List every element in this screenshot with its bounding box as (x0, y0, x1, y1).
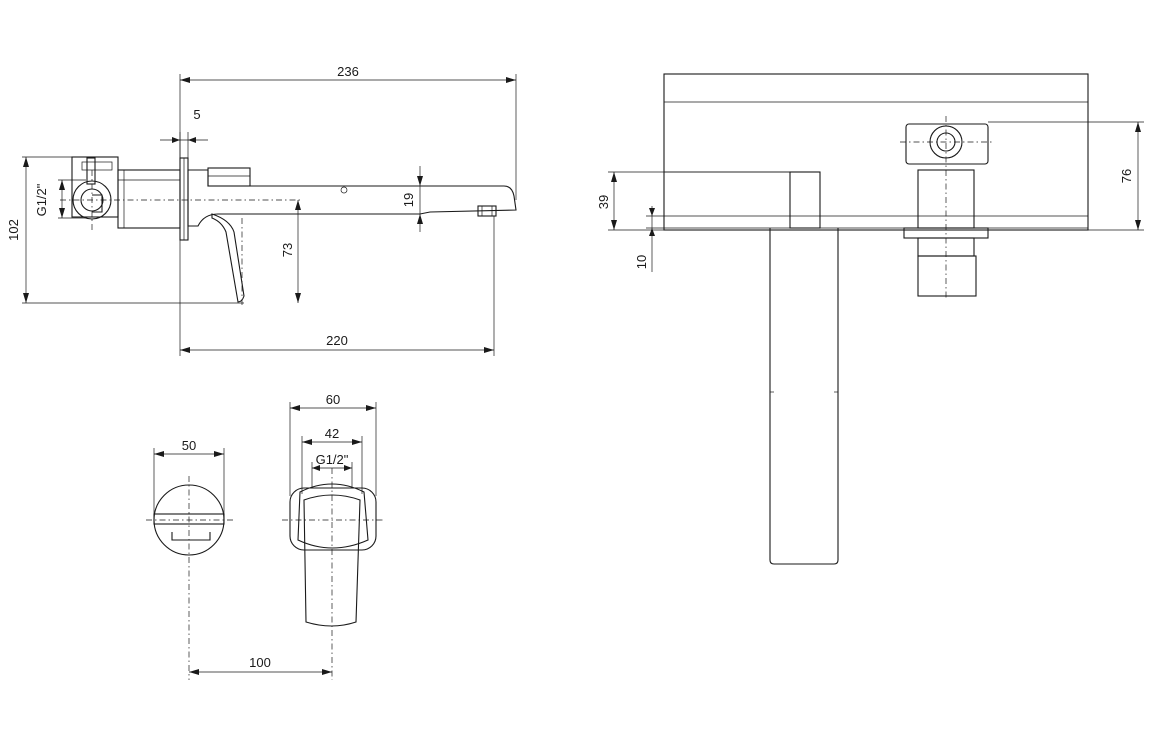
handle-plate-inner (297, 483, 369, 549)
spout-neck (207, 167, 251, 187)
dim-flange-depth: 10 (634, 255, 649, 269)
valve-body-inner (81, 161, 113, 171)
installation-view (663, 73, 1089, 565)
front-view-dimensions: 50 60 42 G1/2" 100 (153, 392, 377, 675)
valve-clip (86, 157, 96, 185)
side-view (60, 156, 517, 306)
dim-thread-front: G1/2" (316, 452, 349, 467)
valve-cap (917, 255, 977, 297)
installation-dimensions: 39 10 76 (596, 121, 1144, 272)
front-view-spout (146, 476, 234, 680)
dim-spout-diameter: 50 (182, 438, 196, 453)
dim-box-height: 76 (1119, 169, 1134, 183)
valve-cross-bracket (905, 123, 989, 165)
spout-body (187, 169, 517, 227)
handle-plate-outer (289, 487, 377, 551)
side-view-dimensions: 236 5 G1/2" 102 19 73 (6, 64, 517, 356)
lever-handle (211, 213, 245, 303)
dim-overall-length: 236 (337, 64, 359, 79)
install-box (663, 73, 1089, 231)
spout-outlet (171, 532, 211, 541)
spout-cross-bar (153, 513, 225, 525)
dim-center-distance: 100 (249, 655, 271, 670)
dim-handle-width: 42 (325, 426, 339, 441)
aerator (477, 205, 497, 217)
spout-mount-block (789, 171, 821, 229)
connector-sleeve (117, 169, 181, 229)
dim-spout-projection: 220 (326, 333, 348, 348)
dim-handle-height: 73 (280, 243, 295, 257)
dim-body-height: 102 (6, 219, 21, 241)
spout-tube (769, 228, 839, 565)
front-view-handle (282, 468, 384, 680)
dim-plate-width: 60 (326, 392, 340, 407)
spout-marker (340, 186, 348, 194)
dim-flange-offset: 5 (193, 107, 200, 122)
valve-bracket (92, 194, 103, 213)
dim-recess-depth: 39 (596, 195, 611, 209)
dim-spout-thickness: 19 (401, 193, 416, 207)
dim-thread-side: G1/2" (34, 183, 49, 216)
handle-lever-front (303, 494, 361, 627)
